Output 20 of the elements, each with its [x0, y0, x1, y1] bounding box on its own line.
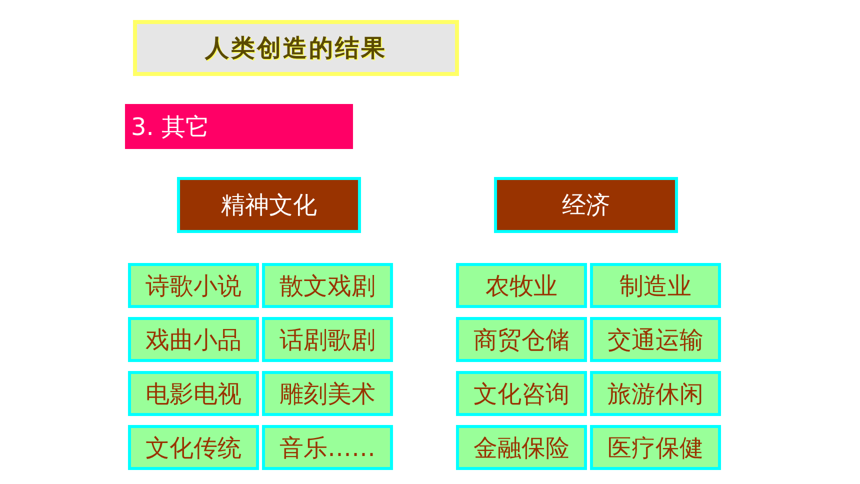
item-box: 文化咨询: [456, 371, 587, 416]
item-box: 音乐……: [262, 425, 393, 470]
item-box: 雕刻美术: [262, 371, 393, 416]
item-box: 文化传统: [128, 425, 259, 470]
item-box: 话剧歌剧: [262, 317, 393, 362]
item-box: 金融保险: [456, 425, 587, 470]
item-box: 农牧业: [456, 263, 587, 308]
item-box: 散文戏剧: [262, 263, 393, 308]
item-box: 诗歌小说: [128, 263, 259, 308]
category-box: 经济: [494, 177, 678, 233]
category-box: 精神文化: [177, 177, 361, 233]
item-box: 旅游休闲: [590, 371, 721, 416]
item-box: 电影电视: [128, 371, 259, 416]
item-box: 商贸仓储: [456, 317, 587, 362]
item-box: 戏曲小品: [128, 317, 259, 362]
title-box: 人类创造的结果: [133, 20, 459, 76]
item-box: 制造业: [590, 263, 721, 308]
section-banner: 3. 其它: [125, 104, 353, 149]
item-box: 交通运输: [590, 317, 721, 362]
item-box: 医疗保健: [590, 425, 721, 470]
